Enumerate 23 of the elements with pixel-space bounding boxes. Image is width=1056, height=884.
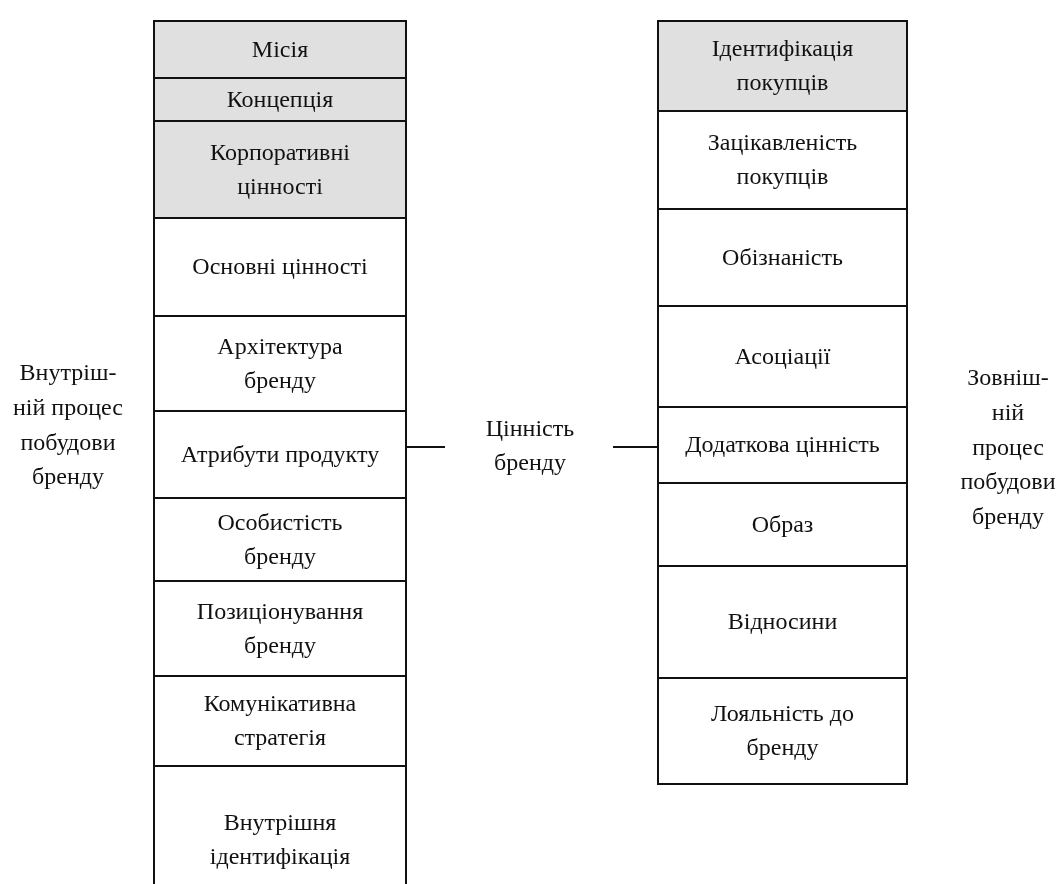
highlighted-box: Місія — [153, 20, 407, 79]
process-box: Образ — [657, 482, 908, 567]
value-label: Цінність бренду — [484, 414, 576, 477]
process-box: Архітектура бренду — [153, 315, 407, 412]
process-box: Особистість бренду — [153, 497, 407, 582]
process-box: Позиціонування бренду — [153, 580, 407, 677]
process-box: Зацікавленість покупців — [657, 110, 908, 210]
process-box: Відносини — [657, 565, 908, 679]
connector-line — [612, 446, 658, 448]
process-box: Атрибути продукту — [153, 410, 407, 499]
process-box: Асоціації — [657, 305, 908, 408]
highlighted-box: Ідентифікація покупців — [657, 20, 908, 112]
process-box: Комунікативна стратегія — [153, 675, 407, 767]
process-box: Обізнаність — [657, 208, 908, 307]
connector-line — [406, 446, 446, 448]
side-label: Внутріш-ній процес побудови бренду — [12, 358, 124, 492]
process-box: Внутрішня ідентифікація — [153, 765, 407, 884]
highlighted-box: Корпоративні цінності — [153, 120, 407, 219]
process-box: Лояльність до бренду — [657, 677, 908, 785]
highlighted-box: Концепція — [153, 77, 407, 122]
process-box: Додаткова цінність — [657, 406, 908, 484]
side-label: Зовніш-ній процес побудови бренду — [960, 363, 1056, 532]
process-box: Основні цінності — [153, 217, 407, 317]
